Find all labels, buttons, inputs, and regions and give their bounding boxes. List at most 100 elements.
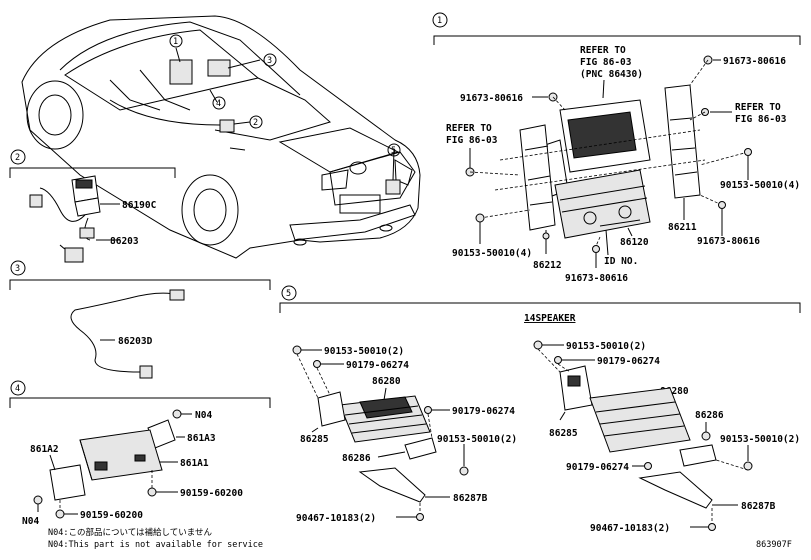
refer-top-2: FIG 86-03 — [580, 57, 632, 68]
section-5-header: 14SPEAKER — [524, 313, 576, 324]
wire-86203 — [39, 187, 86, 222]
label-right-nut-top: 90179-06274 — [597, 356, 660, 367]
label-right-bolt-r: 90153-50010(2) — [720, 434, 800, 445]
label-bracket-l: 86212 — [533, 260, 562, 271]
label-left-nut-r: 90179-06274 — [452, 406, 515, 417]
screw-icon — [718, 201, 726, 209]
label-n04-bottom: N04 — [22, 516, 39, 527]
svg-text:5: 5 — [286, 289, 291, 299]
label-left-bolt-top: 90153-50010(2) — [324, 346, 404, 357]
label-right-bracket-b: 86287B — [741, 501, 776, 512]
refer-left-2: FIG 86-03 — [446, 135, 498, 146]
callout-3 — [10, 260, 26, 276]
unit-861a1 — [79, 429, 163, 481]
section-5: 5 14SPEAKER 90153-50010(2) 90179-06274 8… — [279, 285, 801, 534]
callout-4 — [10, 380, 26, 396]
section-2: 2 86190C 86203 — [9, 149, 176, 263]
bracket-86211 — [664, 84, 701, 199]
svg-text:5: 5 — [391, 146, 396, 156]
head-unit — [554, 169, 651, 239]
section-3-bracket — [9, 279, 271, 290]
label-screw-tr: 91673-80616 — [723, 56, 786, 67]
amplifier-86280-right — [589, 387, 691, 453]
stay-86286-left — [404, 437, 437, 460]
svg-text:4: 4 — [216, 99, 221, 109]
section-5-bracket — [279, 302, 801, 313]
label-screw-r: 91673-80616 — [697, 236, 760, 247]
refer-left-1: REFER TO — [446, 123, 492, 134]
svg-text:1: 1 — [173, 37, 178, 47]
section-3: 3 86203D — [9, 260, 271, 379]
nut-icon — [424, 406, 432, 414]
label-right-bracket: 86285 — [549, 428, 578, 439]
bracket-86285-right — [559, 365, 593, 411]
label-left-bolt-r: 90153-50010(2) — [437, 434, 517, 445]
refer-right-1: REFER TO — [735, 102, 781, 113]
label-right-amp: 86280 — [660, 386, 689, 397]
svg-text:3: 3 — [267, 56, 272, 66]
display-screen — [567, 111, 637, 159]
label-screw-tl: 91673-80616 — [460, 93, 523, 104]
bracket-86212 — [519, 124, 556, 231]
label-bracket-a3: 861A3 — [187, 433, 216, 444]
callout-1-label: 1 — [437, 16, 442, 26]
note-en: N04:This part is not available for servi… — [48, 540, 263, 550]
bracket-861a2 — [49, 464, 86, 501]
section-4-bracket — [9, 397, 271, 408]
refer-top-3: (PNC 86430) — [580, 69, 643, 80]
label-bolt-l: 90153-50010(4) — [452, 248, 532, 259]
label-left-amp: 86280 — [372, 376, 401, 387]
label-wire: 86203 — [110, 236, 139, 247]
label-left-bracket: 86285 — [300, 434, 329, 445]
label-bracket-a2: 861A2 — [30, 444, 59, 455]
bolt-icon — [533, 340, 543, 350]
label-right-nut-b: 90179-06274 — [566, 462, 629, 473]
svg-text:2: 2 — [253, 118, 258, 128]
section-1: 1 REFER TO FIG 86-03 (PNC 86430) 91673-8… — [432, 12, 801, 284]
label-antenna: 86203D — [118, 336, 153, 347]
label-right-clip: 90467-10183(2) — [590, 523, 670, 534]
bolt-icon — [743, 461, 753, 471]
nut-icon — [554, 356, 562, 364]
nut-icon — [644, 462, 652, 470]
refer-top-1: REFER TO — [580, 45, 626, 56]
car-illustration — [21, 15, 421, 259]
bolt-icon — [459, 466, 469, 476]
label-bolt-1: 90159-60200 — [180, 488, 243, 499]
label-switch: 86190C — [122, 200, 157, 211]
figure-id: 863907F — [756, 540, 792, 550]
section-5-left: 90153-50010(2) 90179-06274 86280 86285 9… — [292, 345, 517, 524]
callout-5 — [281, 285, 297, 301]
bolt-icon — [172, 409, 182, 419]
label-left-bracket-b: 86287B — [453, 493, 488, 504]
refer-right-2: FIG 86-03 — [735, 114, 787, 125]
bracket-86287b-left — [358, 467, 426, 503]
bolt-icon — [292, 345, 302, 355]
label-right-bolt-top: 90153-50010(2) — [566, 341, 646, 352]
svg-text:4: 4 — [15, 384, 20, 394]
svg-text:2: 2 — [15, 153, 20, 163]
bolt-icon — [147, 487, 157, 497]
label-unit: 86120 — [620, 237, 649, 248]
section-1-bracket — [433, 35, 801, 45]
note-jp: N04:この部品については補給していません — [48, 527, 213, 538]
callout-3-car: 3 — [263, 53, 277, 67]
bolt-icon — [55, 509, 65, 519]
label-bolt-2: 90159-60200 — [80, 510, 143, 521]
section-5-right: 90153-50010(2) 90179-06274 86285 86280 8… — [533, 340, 800, 534]
clip-icon — [708, 523, 716, 531]
label-bolt-r: 90153-50010(4) — [720, 180, 800, 191]
label-unit-a1: 861A1 — [180, 458, 209, 469]
bracket-86287b-right — [638, 471, 713, 509]
label-screw-b: 91673-80616 — [565, 273, 628, 284]
callout-2-car: 2 — [249, 115, 263, 129]
label-left-nut-top: 90179-06274 — [346, 360, 409, 371]
section-4: 4 N04 861A3 861A1 861A2 90159-60200 9015… — [9, 380, 271, 550]
bolt-icon — [744, 148, 752, 156]
section-2-bracket — [9, 167, 176, 178]
bracket-86285-left — [317, 391, 346, 427]
label-left-stay: 86286 — [342, 453, 371, 464]
callout-1 — [432, 12, 448, 28]
screw-icon — [592, 245, 600, 253]
